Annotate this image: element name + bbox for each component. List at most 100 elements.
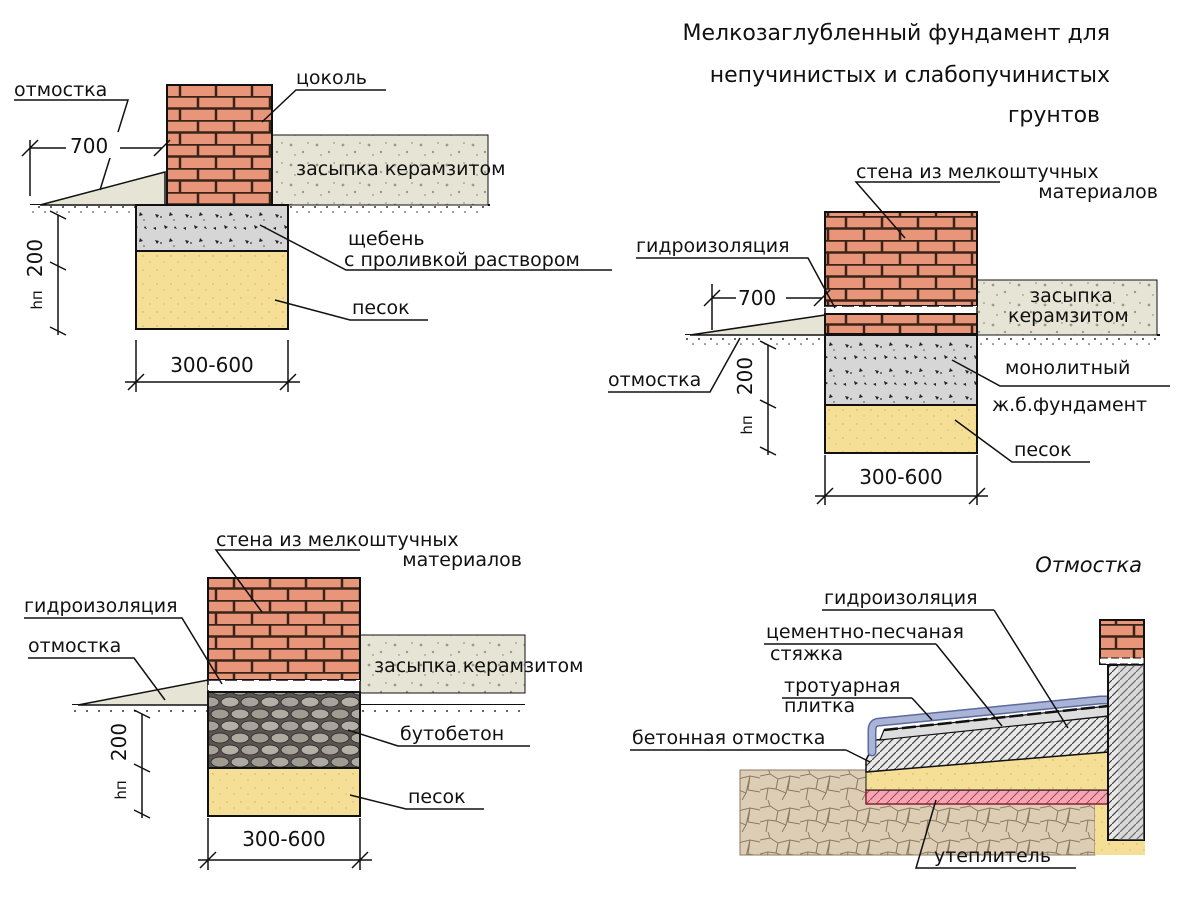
dim-700-text: 700 <box>738 286 776 310</box>
ground-fill-left <box>30 205 135 215</box>
paving-tile-face <box>869 697 1111 755</box>
brick-wall <box>207 577 361 681</box>
label-cokol: цоколь <box>296 67 367 89</box>
backfill-layer <box>359 634 526 694</box>
leader-monolit <box>951 359 1170 387</box>
leader-betonnaya <box>630 749 871 763</box>
label-butobeton: бутобетон <box>400 723 504 745</box>
gravel-layer <box>135 204 289 252</box>
label-betonnaya: бетонная отмостка <box>632 727 825 749</box>
leader-butobeton <box>347 729 530 747</box>
label-zasypka: засыпка керамзитом <box>374 655 583 677</box>
label-shcheben-1: щебень <box>348 228 425 250</box>
label-pesok: песок <box>408 786 466 808</box>
dim-700-bg <box>66 132 120 158</box>
label-zasypka: засыпка керамзитом <box>296 158 505 180</box>
backfill-layer <box>269 134 489 206</box>
label-stena-2: материалов <box>402 549 522 571</box>
dim-width-line <box>815 455 988 505</box>
detail-title: Отмостка <box>1035 553 1142 577</box>
waterproofing-layer <box>207 679 361 693</box>
title-line-1: Мелкозаглубленный фундамент для <box>683 21 1110 46</box>
ground-fill-right <box>977 335 1157 345</box>
sand-layer <box>135 250 289 330</box>
rubble-concrete <box>207 691 361 769</box>
dim-700-text: 700 <box>70 134 108 158</box>
dim-hn-text: hп <box>112 780 130 799</box>
label-otmostka: отмостка <box>608 369 701 391</box>
leader-stena <box>854 181 1000 239</box>
title-line-2: непучинистых и слабопучинистых <box>710 63 1110 88</box>
label-plitka-1: тротуарная <box>784 675 900 697</box>
ground-fill-left <box>685 335 825 345</box>
brick-wall <box>824 211 978 307</box>
label-gidro: гидроизоляция <box>24 595 178 617</box>
label-stena-1: стена из мелкоштучных <box>856 161 1099 183</box>
brick-wall-lower <box>824 313 978 335</box>
ground-fill-left <box>72 705 208 715</box>
dim-200-text: 200 <box>733 357 757 395</box>
diagram-3-rubble-concrete-foundation: стена из мелкоштучных материалов гидроиз… <box>24 529 583 870</box>
otmostka-wedge <box>77 679 209 706</box>
label-zasypka-2: керамзитом <box>1008 305 1129 327</box>
wall-waterproofing <box>1099 657 1145 665</box>
label-shcheben-2: с проливкой раствором <box>344 249 580 271</box>
dim-vertical <box>49 210 67 336</box>
label-plitka-2: плитка <box>784 695 855 717</box>
label-monolit-2: ж.б.фундамент <box>992 394 1147 416</box>
label-styazhka-2: стяжка <box>770 643 843 665</box>
label-uteplitel: утеплитель <box>934 845 1051 867</box>
leader-otmostka <box>608 337 741 393</box>
dim-width-line <box>125 340 300 392</box>
concrete-foundation <box>824 334 978 406</box>
dim-200-text: 200 <box>23 239 47 277</box>
dim-width-text: 300-600 <box>242 827 326 851</box>
leader-uteplitel <box>914 799 1076 869</box>
label-stena-2: материалов <box>1038 181 1158 203</box>
label-stena-1: стена из мелкоштучных <box>216 529 459 551</box>
leader-shcheben <box>259 224 612 271</box>
ground-fill-right <box>360 705 525 715</box>
brick-plinth <box>166 84 273 206</box>
leader-styazhka <box>764 643 1003 727</box>
label-gidro: гидроизоляция <box>636 235 790 257</box>
insulation-layer <box>865 789 1119 805</box>
leader-otmostka <box>28 657 166 701</box>
leader-pesok <box>274 299 428 321</box>
dim-width-text: 300-600 <box>170 353 254 377</box>
leader-gidro <box>822 609 1069 729</box>
label-pesok: песок <box>1014 439 1072 461</box>
leader-plitka <box>782 697 933 721</box>
dim-200-text: 200 <box>107 723 131 761</box>
otmostka-wedge <box>39 171 166 206</box>
leader-pesok <box>349 794 484 810</box>
sand-layer <box>824 404 978 454</box>
sheet-title: Мелкозаглубленный фундамент для непучини… <box>683 21 1110 128</box>
ground-fill-right <box>288 205 488 215</box>
title-line-3: грунтов <box>1008 103 1100 128</box>
leader-cokol <box>261 89 386 123</box>
dim-700-bg <box>736 286 786 310</box>
dim-hn-text: hп <box>28 290 46 309</box>
label-monolit-1: монолитный <box>1005 357 1130 379</box>
leader-gidro <box>24 617 223 685</box>
dim-hn-text: hп <box>738 415 756 434</box>
label-gidro: гидроизоляция <box>824 587 978 609</box>
leader-pesok <box>954 419 1090 463</box>
label-otmostka: отмостка <box>28 635 121 657</box>
diagram-4-otmostka-detail: Отмостка гидроизоляция цементно-песчаная… <box>630 553 1145 869</box>
diagram-1-cokol-foundation: отмостка цоколь засыпка керамзитом щебен… <box>14 67 612 392</box>
label-pesok: песок <box>352 297 410 319</box>
dim-vertical <box>759 340 777 456</box>
leader-stena <box>214 549 360 613</box>
leader-gidro <box>636 257 836 309</box>
label-styazhka-1: цементно-песчаная <box>766 621 964 643</box>
leader-otmostka <box>14 99 130 191</box>
sand-layer <box>207 767 361 817</box>
otmostka-wedge <box>689 314 826 336</box>
waterproofing-layer <box>824 305 978 315</box>
wall-insulation <box>1118 665 1144 840</box>
dim-vertical <box>133 709 151 819</box>
